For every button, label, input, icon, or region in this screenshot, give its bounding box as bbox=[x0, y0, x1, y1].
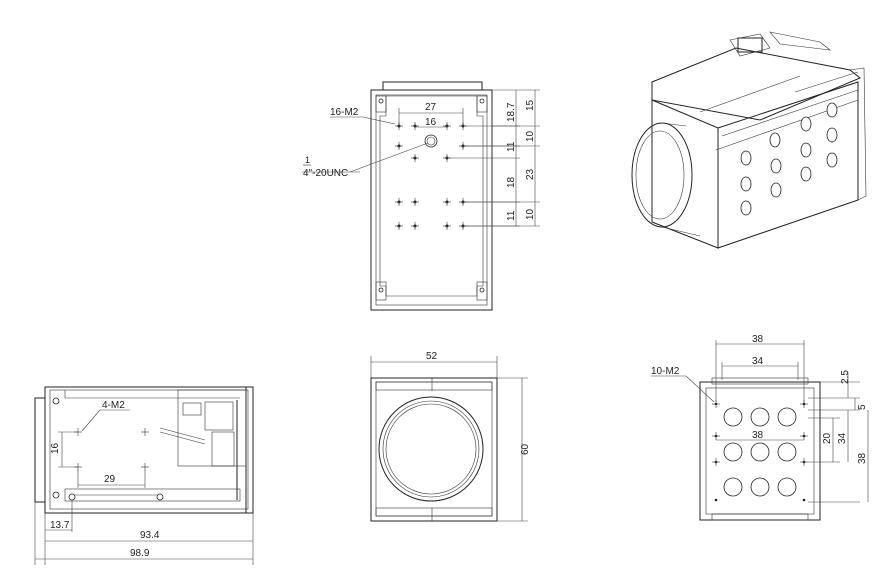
dim-52: 52 bbox=[426, 351, 438, 362]
dim-10a: 10 bbox=[525, 130, 536, 142]
dim-27: 27 bbox=[425, 102, 437, 113]
dim-29: 29 bbox=[104, 474, 116, 485]
side-view-outline bbox=[44, 386, 254, 514]
dim-60: 60 bbox=[520, 443, 531, 455]
dim-13-7: 13.7 bbox=[50, 520, 70, 531]
dim-38-mid: 38 bbox=[752, 430, 764, 441]
front-lens-outer bbox=[378, 396, 484, 502]
dim-18-7: 18.7 bbox=[506, 102, 517, 122]
isometric-view bbox=[631, 31, 867, 249]
iso-side-holes bbox=[740, 102, 838, 216]
dim-38-top: 38 bbox=[752, 334, 764, 345]
dim-16-top: 16 bbox=[425, 117, 437, 128]
side-view: 4-M2 16 29 13.7 93.4 98.9 bbox=[34, 386, 254, 565]
label-10-m2: 10-M2 bbox=[651, 366, 680, 377]
rear-holes bbox=[723, 407, 797, 497]
dim-5: 5 bbox=[857, 404, 868, 410]
rear-screws bbox=[712, 400, 808, 502]
dim-2-5: 2.5 bbox=[840, 370, 851, 384]
label-tripod-thread: 4"-20UNC bbox=[303, 168, 348, 179]
dim-11b: 11 bbox=[506, 210, 517, 221]
side-m2-holes bbox=[74, 428, 149, 471]
dim-20: 20 bbox=[822, 432, 833, 444]
front-view-outline bbox=[370, 377, 498, 522]
dim-93-4: 93.4 bbox=[140, 530, 160, 541]
rear-view: 10-M2 38 34 38 2.5 5 20 34 38 bbox=[651, 334, 869, 521]
dim-18: 18 bbox=[506, 176, 517, 188]
dim-98-9: 98.9 bbox=[130, 548, 150, 559]
dim-15: 15 bbox=[525, 99, 536, 111]
dim-34: 34 bbox=[752, 356, 764, 367]
front-view: 52 60 bbox=[370, 351, 531, 522]
label-4-m2: 4-M2 bbox=[102, 400, 125, 411]
lens-front bbox=[631, 122, 693, 228]
dim-23: 23 bbox=[525, 168, 536, 180]
label-tripod-fraction: 1 bbox=[305, 155, 310, 165]
dim-11a: 11 bbox=[506, 141, 517, 152]
dim-38-v: 38 bbox=[857, 452, 868, 464]
dim-34-v: 34 bbox=[837, 432, 848, 444]
dim-16-side: 16 bbox=[50, 442, 61, 454]
label-16-m2: 16-M2 bbox=[330, 107, 359, 118]
dim-10b: 10 bbox=[525, 208, 536, 220]
top-view: 27 16 16-M2 1 4"-20UNC 18.7 15 10 11 18 … bbox=[302, 81, 540, 311]
